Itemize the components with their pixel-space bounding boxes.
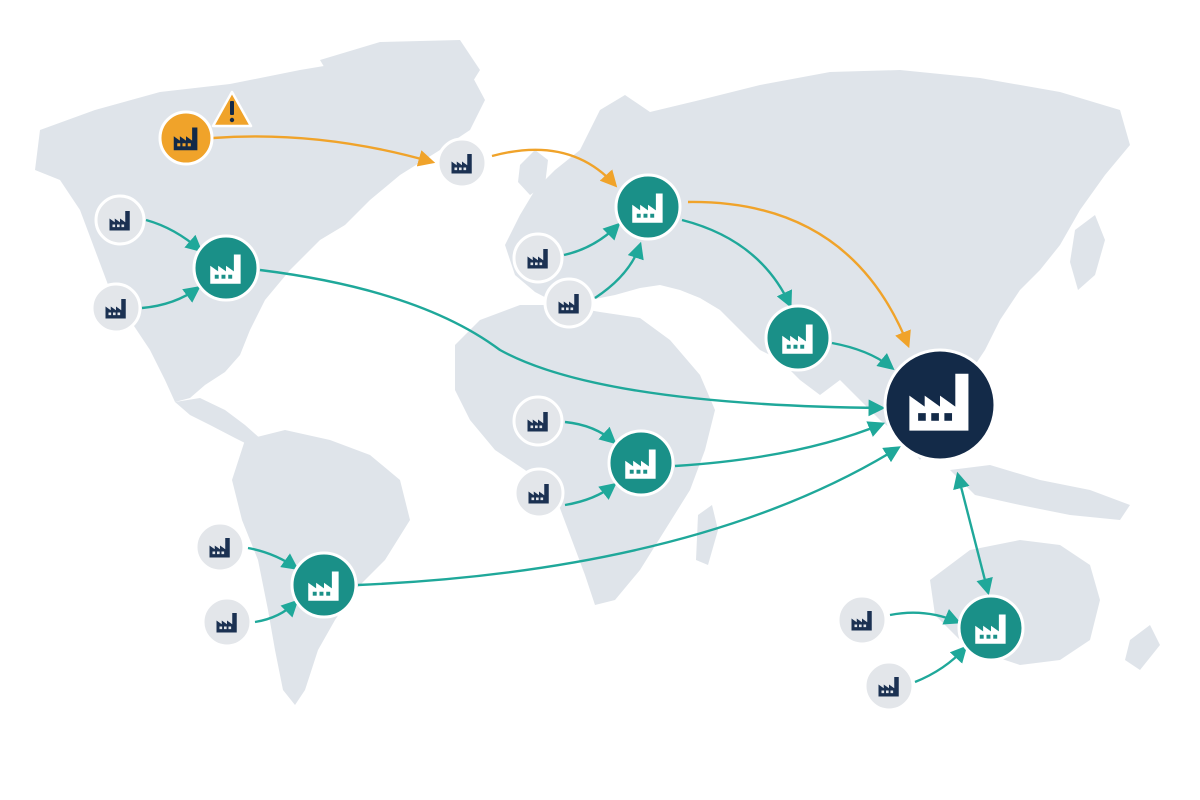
land-africa [455,305,715,605]
standard-flow [681,218,792,309]
land-north-america [35,58,485,402]
regional-hub[interactable] [957,594,1025,662]
land-japan [1070,215,1105,290]
land-scandinavia [580,95,650,160]
standard-flow [254,599,299,624]
disrupted-flow [687,200,911,349]
regional-hub[interactable] [614,173,682,241]
regional-hub[interactable] [192,234,260,302]
land-southeast-asia-islands [950,465,1130,520]
alert-supplier[interactable] [158,90,253,166]
land-new-zealand [1125,625,1160,670]
regional-hub[interactable] [764,304,832,372]
standard-flow [247,546,299,570]
supplier[interactable] [90,282,142,334]
supplier[interactable] [512,395,564,447]
standard-flow [141,286,201,310]
standard-flow [594,241,644,300]
land-greenland [320,40,480,135]
warning-icon [211,90,253,128]
supplier[interactable] [436,137,488,189]
standard-flow [831,341,895,371]
standard-flow [259,268,886,417]
regional-hub[interactable] [607,429,675,497]
land-central-america [175,398,262,448]
standard-flow [357,446,901,587]
supplier[interactable] [836,594,888,646]
bidirectional-flow [953,471,993,596]
flows [141,135,993,684]
land-madagascar [696,505,718,565]
disrupted-flow [491,148,618,188]
disrupted-flow [212,135,436,167]
standard-flow [889,609,962,625]
supplier[interactable] [543,277,595,329]
supplier[interactable] [513,467,565,519]
standard-flow [914,645,968,684]
standard-flow [564,482,617,507]
supplier[interactable] [94,194,146,246]
supplier[interactable] [201,596,253,648]
supplier[interactable] [512,232,564,284]
standard-flow [563,222,621,257]
supplier[interactable] [863,660,915,712]
supplier[interactable] [194,521,246,573]
main-hub[interactable] [883,348,997,462]
regional-hub[interactable] [290,551,358,619]
standard-flow [674,421,886,468]
land-uk [518,150,548,195]
standard-flow [564,420,617,445]
standard-flow [145,218,203,253]
nodes [90,90,1025,712]
